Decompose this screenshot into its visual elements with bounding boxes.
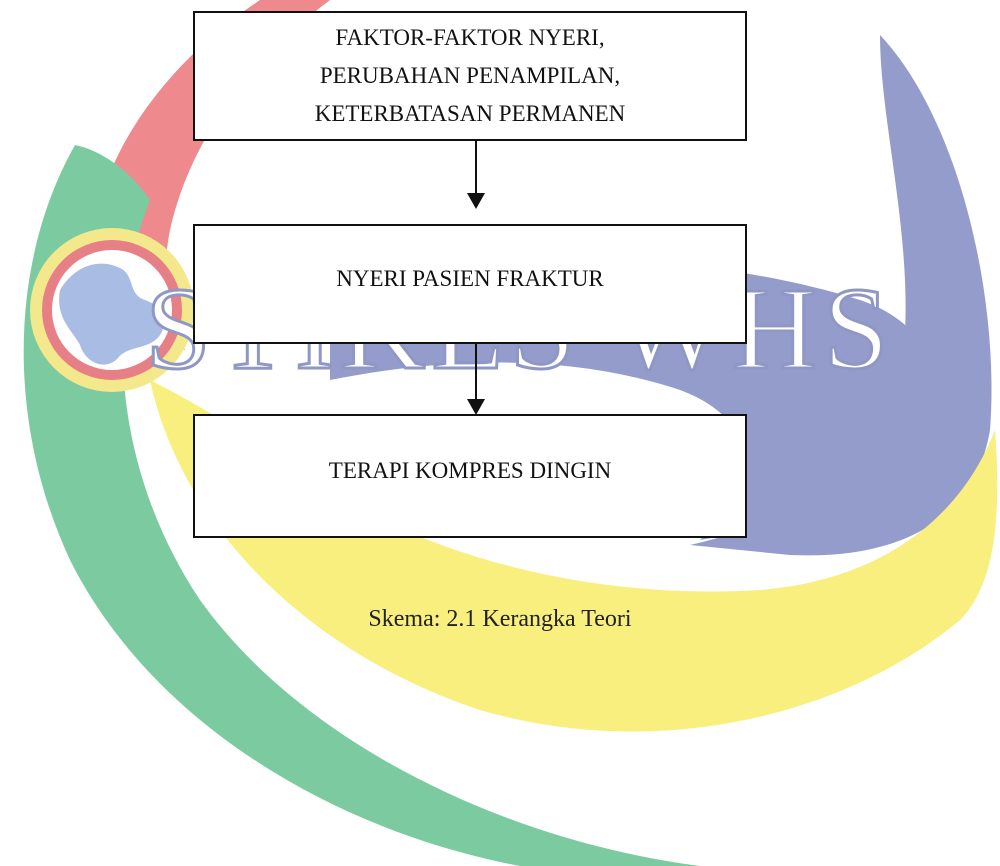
watermark-globe-map bbox=[59, 263, 165, 365]
box-pain-factors: FAKTOR-FAKTOR NYERI, PERUBAHAN PENAMPILA… bbox=[193, 11, 747, 141]
box-pain-factors-line-3: KETERBATASAN PERMANEN bbox=[314, 101, 626, 126]
watermark-green-swoosh bbox=[23, 145, 700, 866]
figure-caption: Skema: 2.1 Kerangka Teori bbox=[368, 606, 632, 632]
box-fracture-pain: NYERI PASIEN FRAKTUR bbox=[193, 224, 747, 344]
box-fracture-pain-line-1: NYERI PASIEN FRAKTUR bbox=[336, 266, 604, 291]
box-pain-factors-line-1: FAKTOR-FAKTOR NYERI, bbox=[335, 25, 605, 50]
box-cold-compress-therapy-line-1: TERAPI KOMPRES DINGIN bbox=[328, 458, 612, 483]
box-cold-compress-therapy: TERAPI KOMPRES DINGIN bbox=[193, 414, 747, 538]
box-pain-factors-line-2: PERUBAHAN PENAMPILAN, bbox=[319, 63, 621, 88]
watermark-yellow-swoosh bbox=[150, 380, 998, 732]
